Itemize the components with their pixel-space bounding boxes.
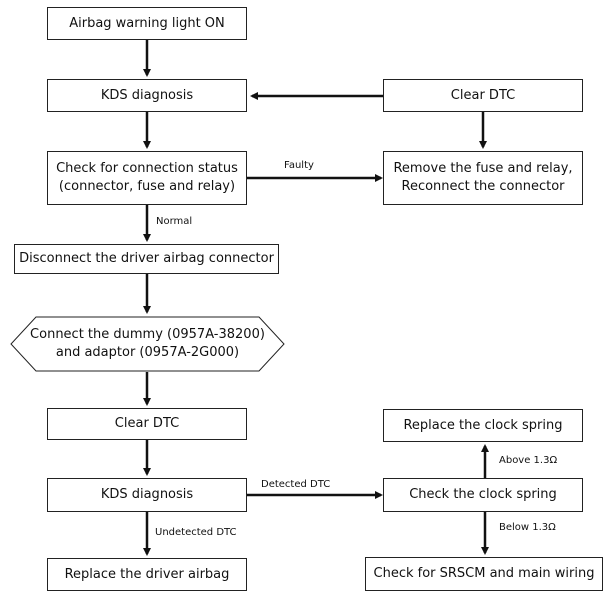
edge-label-detected-dtc: Detected DTC [261,479,331,490]
node-text: Check the clock spring [409,487,557,502]
node-text: Replace the driver airbag [64,566,230,582]
node-text: Remove the fuse and relay, [393,161,573,176]
node-replace-clock-spring: Replace the clock spring [383,409,583,442]
node-text: Check for SRSCM and main wiring [373,566,595,581]
node-replace-driver-airbag: Replace the driver airbag [47,558,247,591]
node-text: and adaptor (0957A-2G000) [55,345,240,360]
node-text: KDS diagnosis [100,87,194,103]
node-text: KDS diagnosis [100,487,194,502]
node-remove-fuse-relay: Remove the fuse and relay, Reconnect the… [383,151,583,205]
node-airbag-warning-light: Airbag warning light ON [47,7,247,40]
edge-label-undetected-dtc: Undetected DTC [155,527,237,538]
node-check-srscm-wiring: Check for SRSCM and main wiring [365,557,603,591]
node-text: (connector, fuse and relay) [58,179,236,194]
node-kds-diagnosis-1: KDS diagnosis [47,79,247,112]
node-text: Airbag warning light ON [69,15,225,31]
node-text: Replace the clock spring [403,417,563,433]
node-disconnect-airbag-connector: Disconnect the driver airbag connector [14,244,279,274]
edge-label-faulty: Faulty [284,160,314,171]
node-check-connection-status: Check for connection status (connector, … [47,151,247,205]
edge-label-above: Above 1.3Ω [499,455,558,466]
hexagon-shape [10,316,285,372]
node-text: Clear DTC [450,87,516,103]
node-text: Reconnect the connector [401,179,565,194]
node-connect-dummy-adaptor: Connect the dummy (0957A-38200) and adap… [10,316,285,372]
node-clear-dtc-2: Clear DTC [47,408,247,440]
edge-label-normal: Normal [156,216,193,227]
node-clear-dtc-1: Clear DTC [383,79,583,112]
node-text: Clear DTC [114,416,180,431]
node-text: Connect the dummy (0957A-38200) [30,327,265,342]
edge-label-below: Below 1.3Ω [499,522,556,533]
node-text: Check for connection status [56,161,238,176]
node-kds-diagnosis-2: KDS diagnosis [47,478,247,512]
node-check-clock-spring: Check the clock spring [383,478,583,512]
node-text: Disconnect the driver airbag connector [19,251,274,266]
